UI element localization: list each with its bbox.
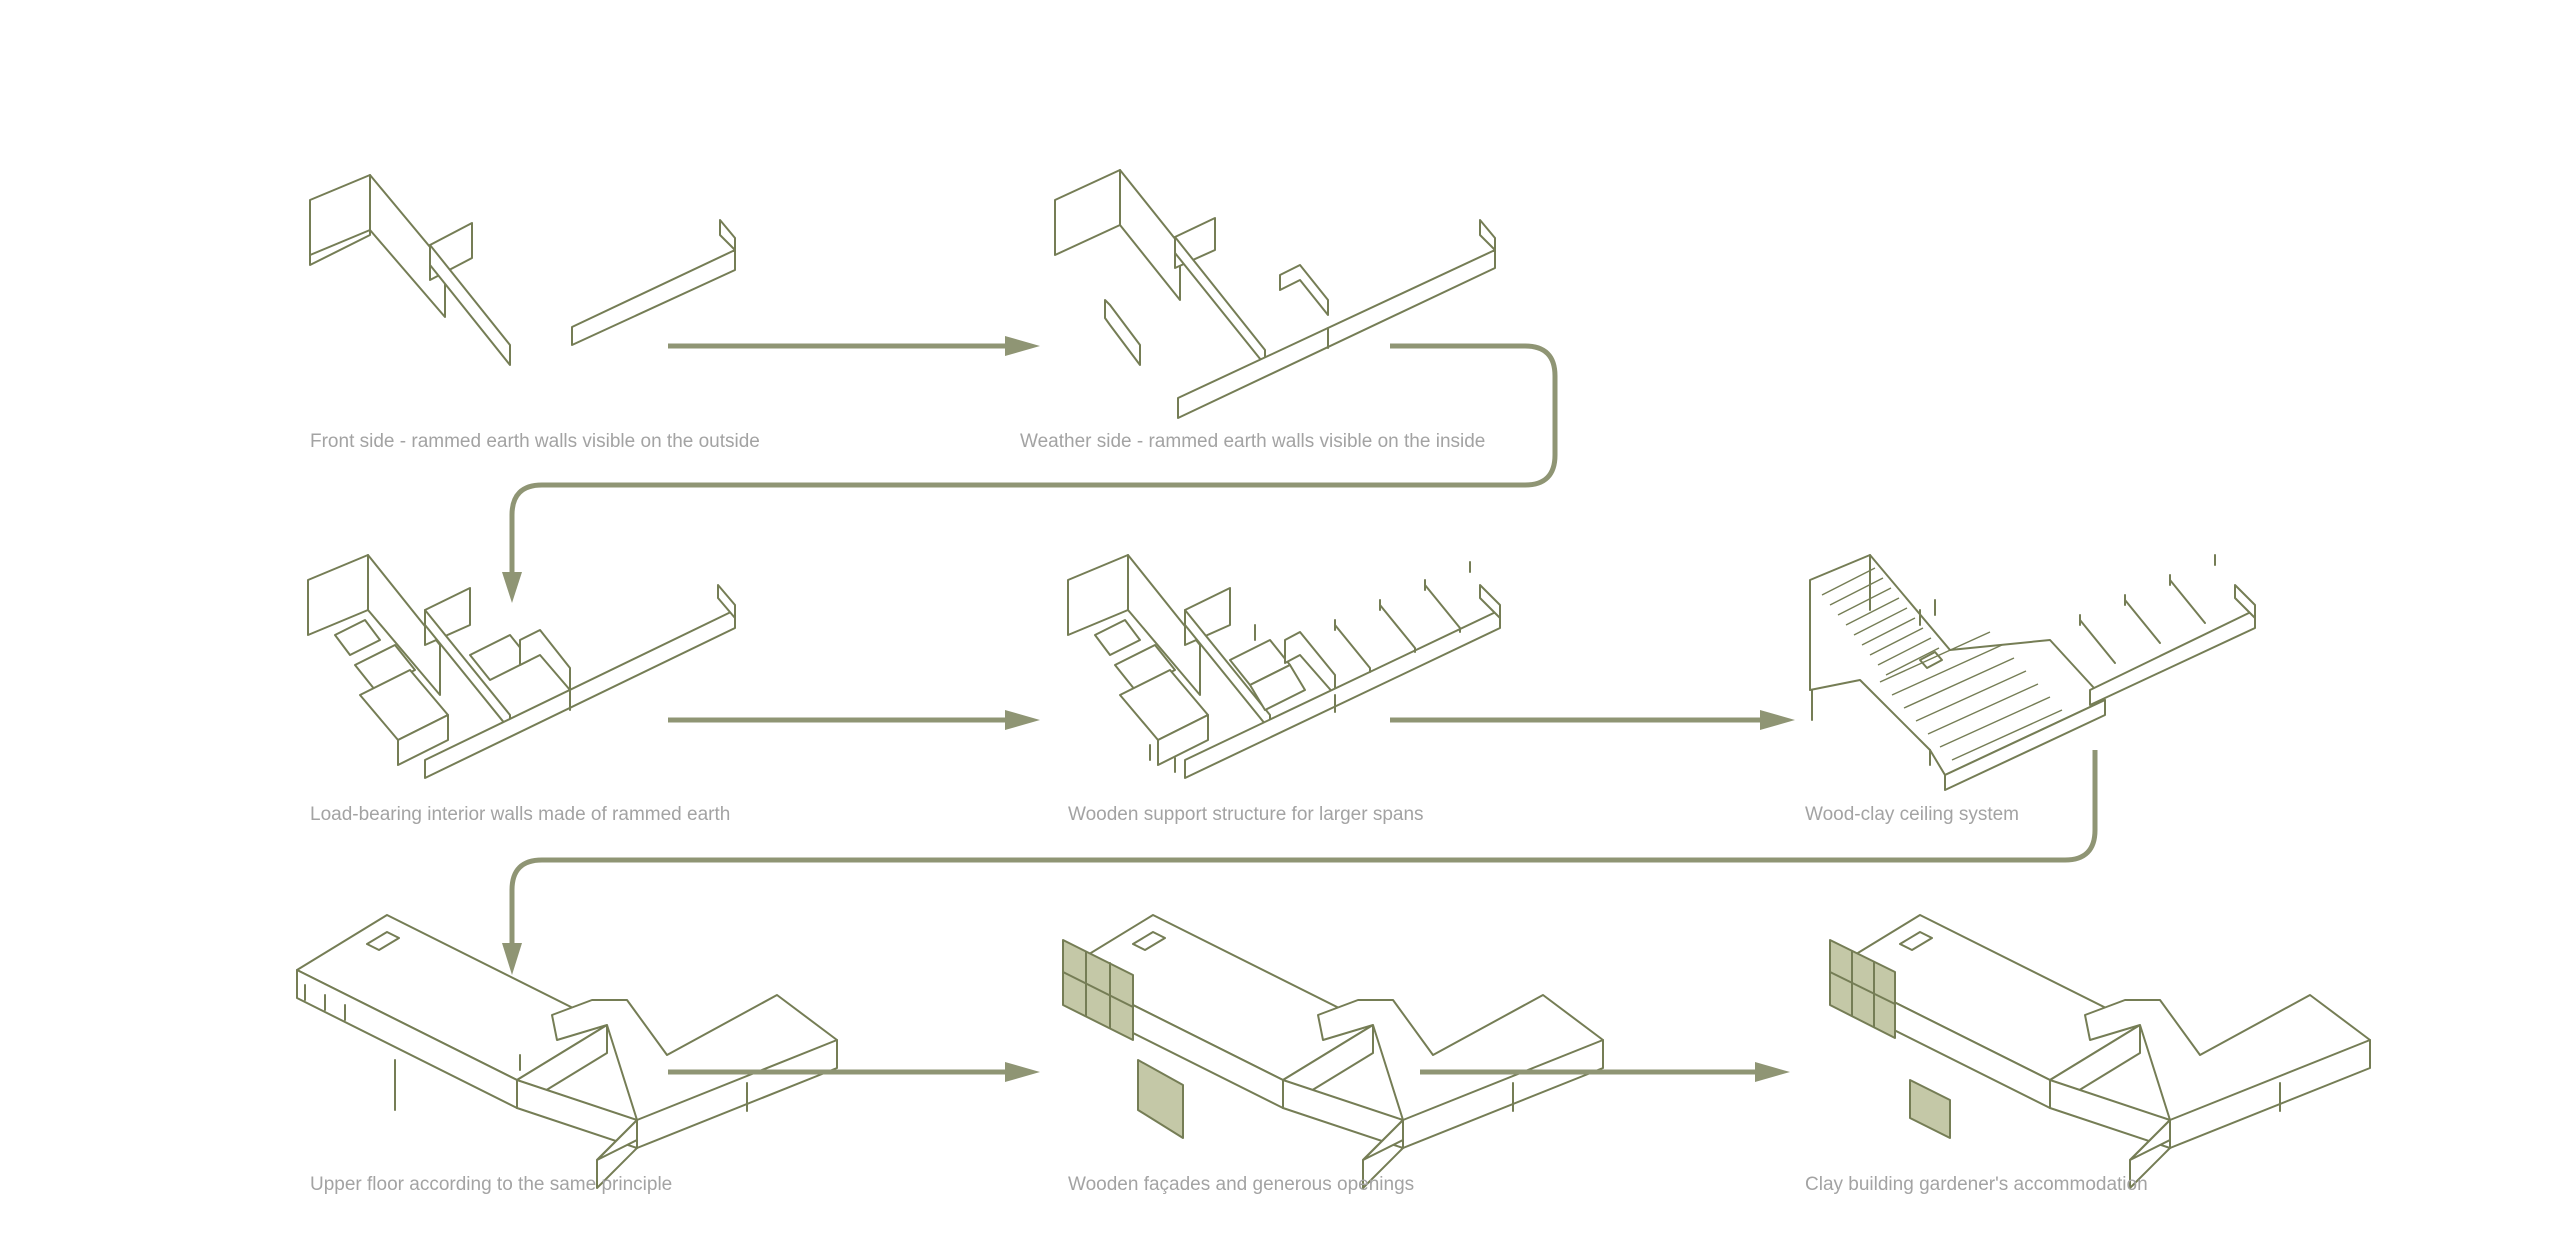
step-ceiling-system-caption: Wood-clay ceiling system bbox=[1805, 804, 2019, 825]
flow-arrow-step4-to-step5 bbox=[1390, 710, 1795, 730]
step-clay-building-caption: Clay building gardener's accommodation bbox=[1805, 1174, 2148, 1195]
step-interior-walls-drawing bbox=[307, 554, 736, 779]
step-front-side-caption: Front side - rammed earth walls visible … bbox=[310, 431, 760, 452]
flow-arrow-step5-to-step6 bbox=[502, 750, 2098, 975]
flow-arrow-step1-to-step2 bbox=[668, 336, 1040, 356]
flow-arrow-step6-to-step7 bbox=[668, 1062, 1040, 1082]
step-clay-building-drawing bbox=[1829, 914, 2371, 1189]
step-wooden-facades-drawing bbox=[1062, 914, 1604, 1189]
step-weather-side-drawing bbox=[1054, 169, 1496, 419]
flow-arrow-step2-to-step3 bbox=[502, 343, 1558, 603]
step-wooden-facades-caption: Wooden façades and generous openings bbox=[1068, 1174, 1414, 1195]
step-interior-walls-caption: Load-bearing interior walls made of ramm… bbox=[310, 804, 730, 825]
step-weather-side-caption: Weather side - rammed earth walls visibl… bbox=[1020, 431, 1485, 452]
step-ceiling-system-drawing bbox=[1809, 554, 2256, 791]
flow-arrow-step7-to-step8 bbox=[1420, 1062, 1790, 1082]
step-upper-floor-drawing bbox=[296, 914, 838, 1189]
step-wooden-support-drawing bbox=[1067, 554, 1501, 779]
step-upper-floor-caption: Upper floor according to the same princi… bbox=[310, 1174, 672, 1195]
flow-arrow-step3-to-step4 bbox=[668, 710, 1040, 730]
step-wooden-support-caption: Wooden support structure for larger span… bbox=[1068, 804, 1424, 825]
step-front-side-drawing bbox=[309, 174, 736, 366]
